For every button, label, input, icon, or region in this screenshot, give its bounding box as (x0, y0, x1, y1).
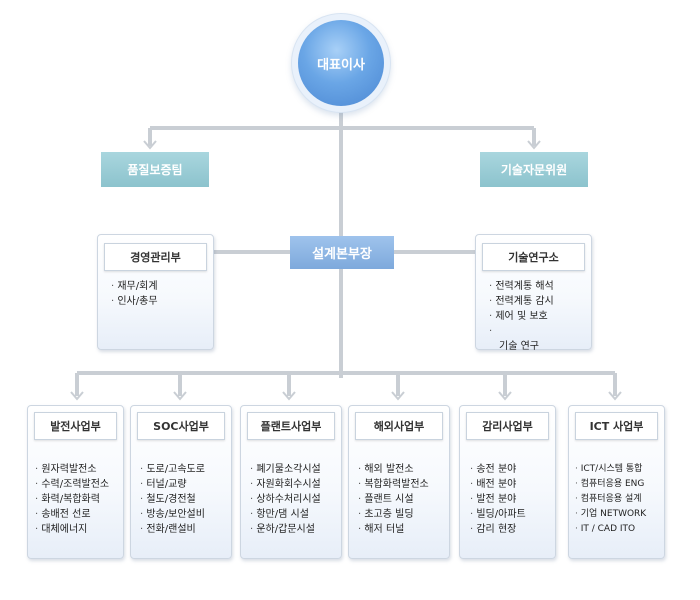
list-item: 화력/복합화력 (35, 492, 109, 507)
quality-team-box: 품질보증팀 (101, 152, 209, 187)
list-item: 재무/회계 (111, 279, 157, 294)
research-lab-title: 기술연구소 (482, 243, 585, 271)
division-items: 폐기물소각시설 자원화회수시설 상하수처리시설 항만/댐 시설 운하/갑문시설 (250, 462, 321, 537)
division-title: ICT 사업부 (575, 412, 658, 440)
ceo-node: 대표이사 (298, 20, 384, 106)
division-items: 송전 분야 배전 분야 발전 분야 빌딩/아파트 감리 현장 (470, 462, 526, 537)
list-item: 감리 현장 (470, 522, 526, 537)
list-item: 원자력발전소 (35, 462, 109, 477)
list-item: 발전 분야 (470, 492, 526, 507)
division-card-plant: 플랜트사업부 폐기물소각시설 자원화회수시설 상하수처리시설 항만/댐 시설 운… (240, 405, 342, 559)
list-item: 도로/고속도로 (140, 462, 205, 477)
division-card-soc: SOC사업부 도로/고속도로 터널/교량 철도/경전철 방송/보안설비 전화/랜… (130, 405, 232, 559)
list-item: IT / CAD ITO (575, 522, 646, 537)
design-head-label: 설계본부장 (312, 247, 372, 262)
list-item: 자원화회수시설 (250, 477, 320, 492)
division-title: 감리사업부 (466, 412, 549, 440)
list-item: 폐기물소각시설 (250, 462, 320, 477)
design-head-box: 설계본부장 (290, 236, 394, 269)
advisory-box: 기술자문위원 (480, 152, 588, 187)
division-card-power: 발전사업부 원자력발전소 수력/조력발전소 화력/복합화력 송배전 선로 대체에… (27, 405, 124, 559)
division-title: 플랜트사업부 (247, 412, 335, 440)
list-item: 터널/교량 (140, 477, 205, 492)
list-item: 초고층 빌딩 (358, 507, 429, 522)
management-dept-card: 경영관리부 재무/회계 인사/총무 (97, 234, 214, 350)
list-item: 빌딩/아파트 (470, 507, 525, 522)
list-item: 해저 터널 (358, 522, 429, 537)
list-item: 배전 분야 (470, 477, 526, 492)
division-card-ict: ICT 사업부 ICT/시스템 통합 컴퓨터응용 ENG 컴퓨터응용 설계 기업… (568, 405, 665, 559)
list-item: 인사/총무 (111, 294, 157, 309)
list-item: 기업 NETWORK (575, 507, 646, 522)
division-items: 해외 발전소 복합화력발전소 플랜트 시설 초고층 빌딩 해저 터널 (358, 462, 429, 537)
list-item: 수력/조력발전소 (35, 477, 109, 492)
division-title: SOC사업부 (137, 412, 225, 440)
list-item: 운하/갑문시설 (250, 522, 321, 537)
list-item: 전력계통 감시 (489, 294, 553, 309)
list-item: 복합화력발전소 (358, 477, 428, 492)
research-lab-items: 전력계통 해석 전력계통 감시 제어 및 보호 기술 연구 (489, 279, 554, 354)
list-item: 상하수처리시설 (250, 492, 320, 507)
management-dept-items: 재무/회계 인사/총무 (111, 279, 157, 309)
division-items: 원자력발전소 수력/조력발전소 화력/복합화력 송배전 선로 대체에너지 (35, 462, 109, 537)
list-item: ICT/시스템 통합 (575, 462, 646, 477)
list-item: 컴퓨터응용 설계 (575, 492, 646, 507)
list-item: 제어 및 보호 (489, 309, 554, 324)
list-item: 송배전 선로 (35, 507, 109, 522)
ceo-label: 대표이사 (317, 57, 365, 73)
division-card-supervision: 감리사업부 송전 분야 배전 분야 발전 분야 빌딩/아파트 감리 현장 (459, 405, 556, 559)
management-dept-title: 경영관리부 (104, 243, 207, 271)
list-item: 철도/경전철 (140, 492, 205, 507)
quality-team-label: 품질보증팀 (127, 163, 183, 177)
list-item: 컴퓨터응용 ENG (575, 477, 646, 492)
division-card-overseas: 해외사업부 해외 발전소 복합화력발전소 플랜트 시설 초고층 빌딩 해저 터널 (348, 405, 450, 559)
list-item: 송전 분야 (470, 462, 526, 477)
division-items: ICT/시스템 통합 컴퓨터응용 ENG 컴퓨터응용 설계 기업 NETWORK… (575, 462, 646, 537)
list-item: 전력계통 해석 (489, 279, 553, 294)
list-item: 해외 발전소 (358, 462, 429, 477)
advisory-label: 기술자문위원 (500, 163, 568, 177)
list-item: 방송/보안설비 (140, 507, 205, 522)
division-title: 발전사업부 (34, 412, 117, 440)
division-items: 도로/고속도로 터널/교량 철도/경전철 방송/보안설비 전화/랜설비 (140, 462, 205, 537)
list-item: 기술 연구 (489, 324, 554, 354)
list-item: 항만/댐 시설 (250, 507, 321, 522)
list-item: 전화/랜설비 (140, 522, 205, 537)
division-title: 해외사업부 (355, 412, 443, 440)
list-item: 플랜트 시설 (358, 492, 429, 507)
research-lab-card: 기술연구소 전력계통 해석 전력계통 감시 제어 및 보호 기술 연구 (475, 234, 592, 352)
list-item: 대체에너지 (35, 522, 109, 537)
